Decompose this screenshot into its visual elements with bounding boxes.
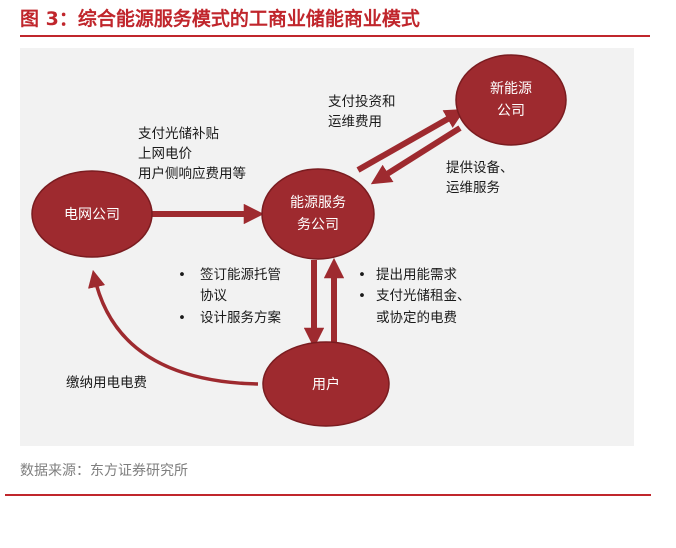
note-left-bullet-2: •	[178, 310, 186, 326]
node-energy-service-company: 能源服务 务公司	[261, 168, 375, 260]
note-grid-line1: 支付光储补贴	[138, 126, 219, 142]
note-right-line2: 支付光储租金、	[376, 288, 471, 304]
node-grid-company: 电网公司	[31, 170, 153, 258]
note-pay-electricity: 缴纳用电电费	[66, 375, 147, 391]
node-grid-company-label: 电网公司	[64, 207, 120, 223]
note-provide-equipment-line1: 提供设备、	[446, 159, 514, 176]
note-pay-investment-line1: 支付投资和	[328, 94, 396, 110]
note-left-line3: 设计服务方案	[200, 309, 281, 326]
note-right-bullet-2: •	[358, 288, 366, 304]
node-new-energy-company: 新能源 公司	[455, 54, 567, 146]
note-pay-investment-line2: 运维费用	[328, 114, 382, 130]
source-note: 数据来源：东方证券研究所	[20, 463, 188, 479]
figure-title: 图 3：综合能源服务模式的工商业储能商业模式	[20, 8, 420, 30]
arrow-newenergy-to-service	[370, 125, 462, 185]
title-divider	[20, 35, 650, 37]
note-left-line1: 签订能源托管	[200, 266, 281, 283]
note-left-line2: 协议	[200, 288, 227, 304]
node-new-energy-label-line1: 新能源	[490, 81, 532, 97]
node-energy-service-label-line2: 务公司	[297, 217, 339, 233]
node-user-label: 用户	[312, 376, 340, 393]
bottom-divider	[5, 494, 651, 496]
node-user: 用户	[262, 341, 390, 427]
note-provide-equipment-line2: 运维服务	[446, 180, 500, 196]
note-grid-line2: 上网电价	[138, 146, 192, 162]
note-right-bullet-1: •	[358, 267, 366, 283]
arrow-service-to-newenergy	[356, 108, 466, 173]
node-energy-service-label-line1: 能源服务	[290, 195, 346, 211]
node-new-energy-label-line2: 公司	[497, 103, 525, 119]
note-grid-line3: 用户侧响应费用等	[138, 165, 246, 182]
note-right-line3: 或协定的电费	[376, 310, 457, 326]
arrow-user-to-grid	[88, 269, 259, 386]
note-left-bullet-1: •	[178, 267, 186, 283]
note-right-line1: 提出用能需求	[376, 267, 457, 283]
